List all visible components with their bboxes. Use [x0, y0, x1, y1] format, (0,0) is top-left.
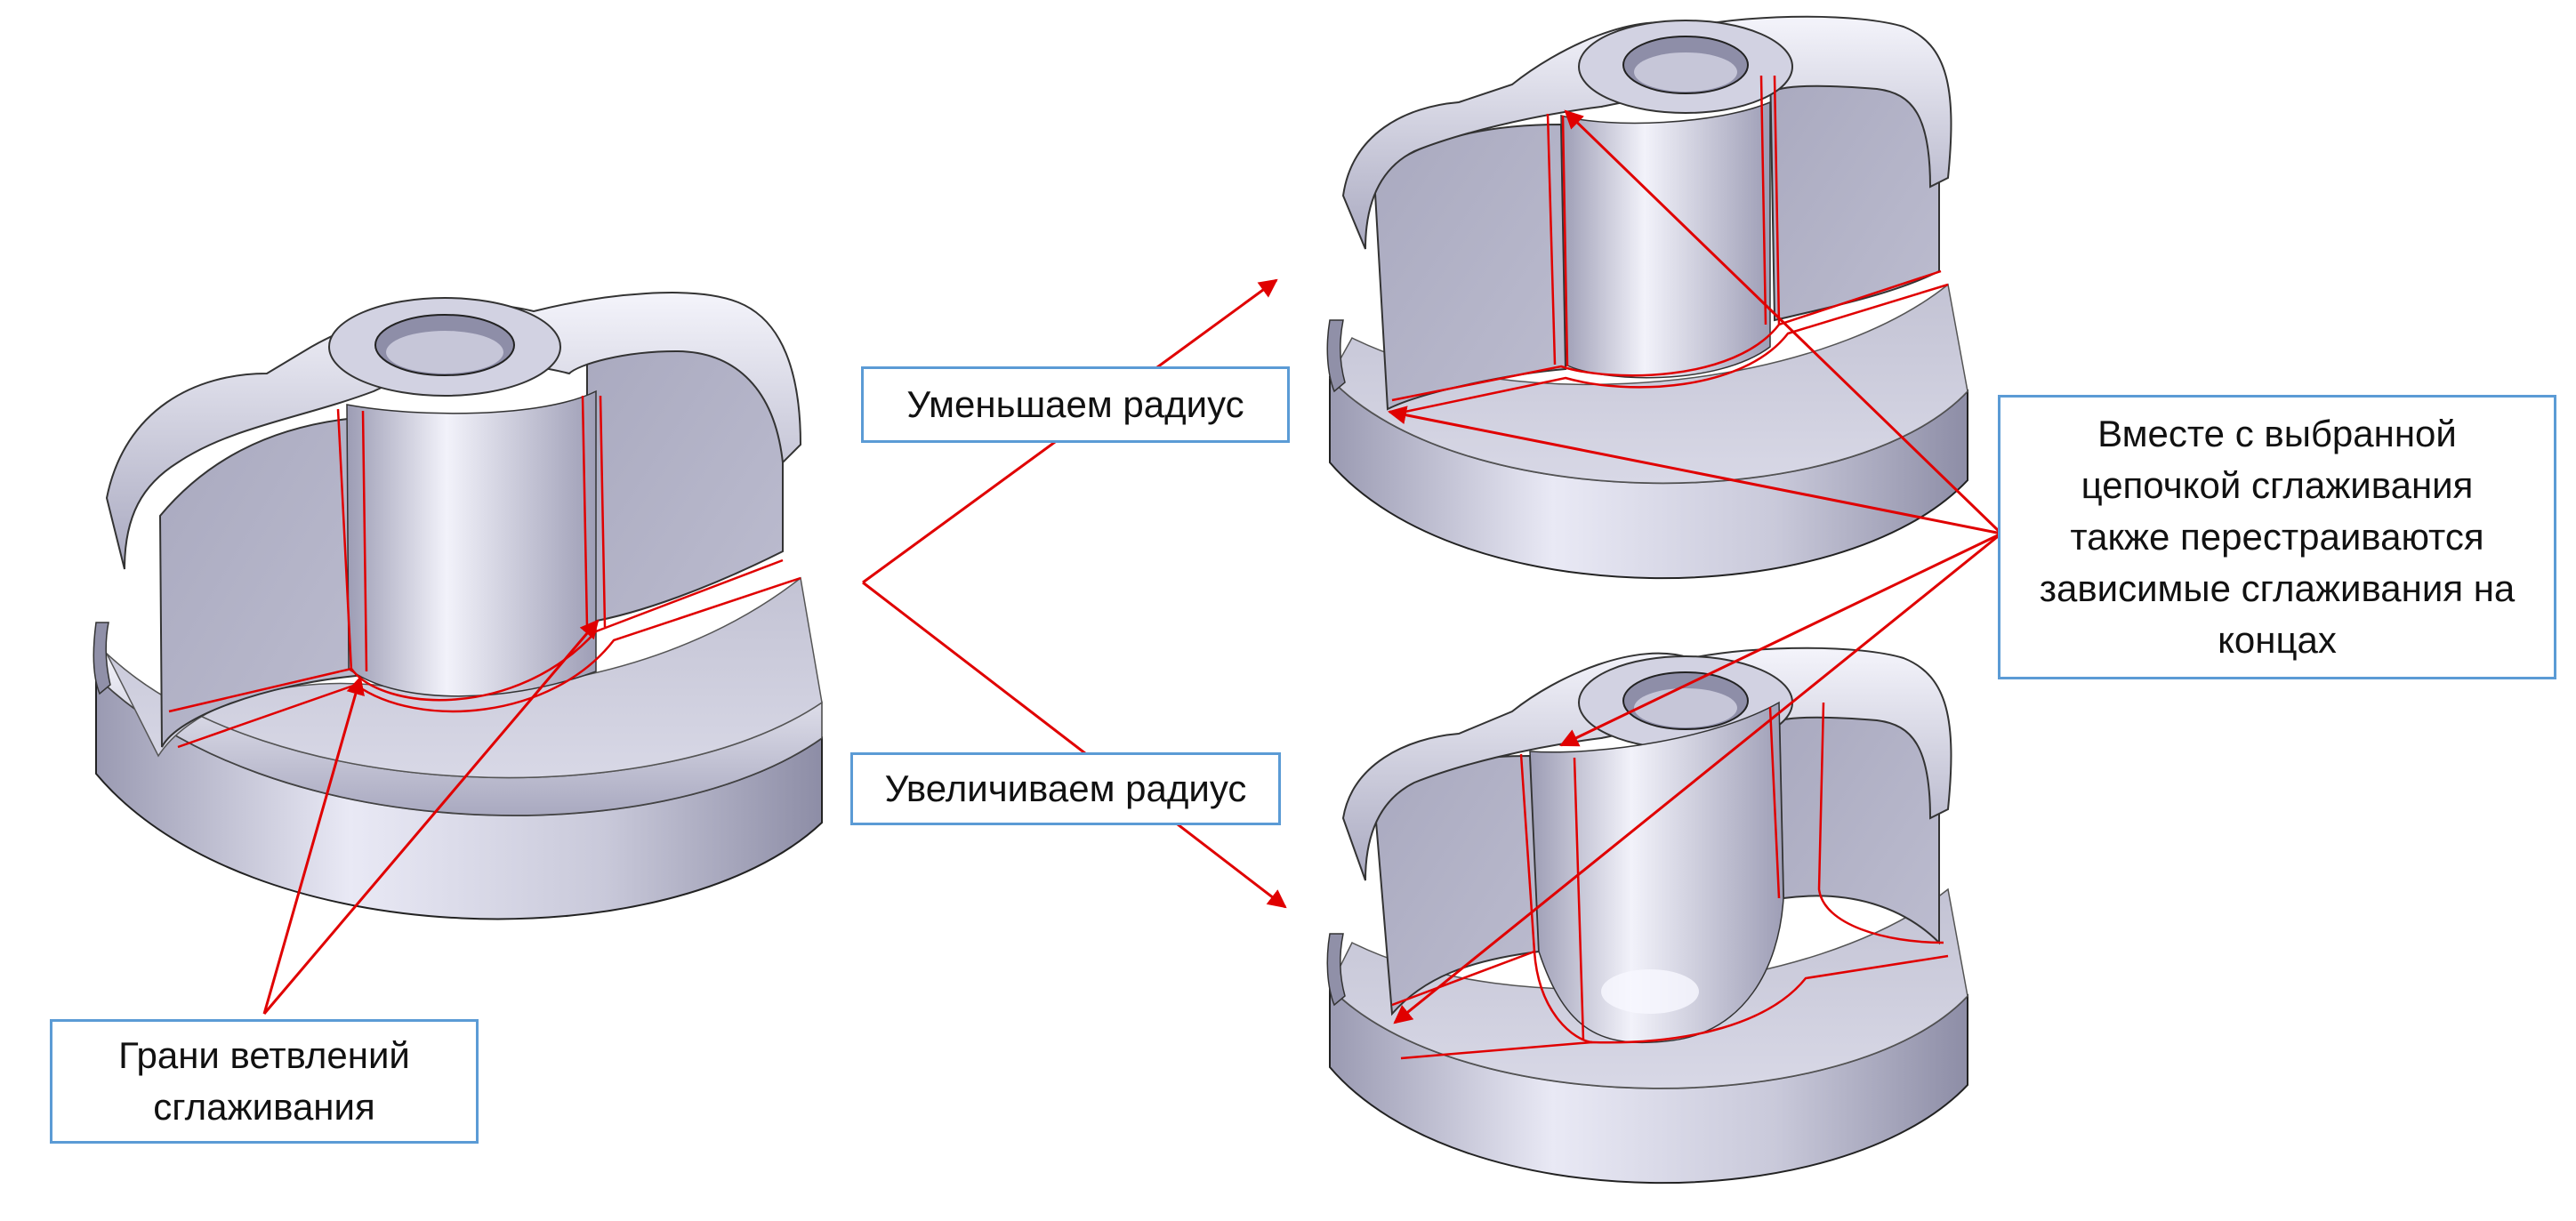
- part-original: [93, 292, 823, 920]
- arrow-dependent-2: [1387, 406, 2002, 535]
- callout-dependent-line-3: также перестраиваются: [2070, 516, 2484, 558]
- callout-branch-line-2: сглаживания: [153, 1086, 375, 1128]
- arrow-dependent-3: [1559, 532, 2002, 747]
- arrow-branch-1: [262, 675, 365, 1015]
- callout-branch-faces: Грани ветвлений сглаживания: [50, 1019, 479, 1144]
- callout-dependent-line-5: концах: [2218, 619, 2337, 661]
- callout-dependent-line-2: цепочкой сглаживания: [2081, 464, 2474, 506]
- arrow-dependent-1: [1564, 109, 2003, 535]
- arrow-branch-2: [262, 619, 600, 1015]
- callout-dependent-line-1: Вместе с выбранной: [2097, 413, 2457, 454]
- callout-increase-text: Увеличиваем радиус: [884, 767, 1247, 809]
- callout-branch-line-1: Грани ветвлений: [118, 1034, 410, 1076]
- callout-decrease-text: Уменьшаем радиус: [906, 383, 1244, 425]
- callout-dependent-line-4: зависимые сглаживания на: [2039, 567, 2516, 609]
- callout-dependent-fillets: Вместе с выбранной цепочкой сглаживания …: [1998, 395, 2556, 679]
- part-reduced-radius: [1326, 15, 1968, 579]
- callout-decrease-radius: Уменьшаем радиус: [861, 366, 1290, 443]
- part-increased-radius: [1326, 647, 1968, 1184]
- arrow-dependent-4: [1393, 532, 2002, 1024]
- callout-increase-radius: Увеличиваем радиус: [850, 752, 1281, 825]
- arrow-to-increased: [862, 581, 1287, 909]
